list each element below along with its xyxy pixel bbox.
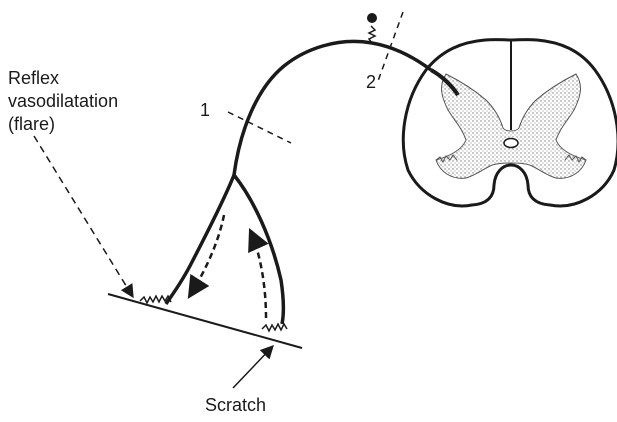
central-canal bbox=[504, 139, 518, 148]
flare-label-line-1: Reflex bbox=[8, 67, 118, 90]
flare-label: Reflex vasodilatation (flare) bbox=[8, 67, 118, 136]
nerve-ending-right bbox=[262, 324, 287, 331]
flare-label-line-2: vasodilatation bbox=[8, 90, 118, 113]
skin-surface-line bbox=[108, 294, 302, 348]
orthodromic-arrow bbox=[250, 230, 266, 318]
scratch-label: Scratch bbox=[205, 394, 266, 417]
cell-body-stalk bbox=[369, 26, 375, 43]
flare-label-line-3: (flare) bbox=[8, 113, 118, 136]
skin bbox=[108, 294, 302, 348]
section-line-1 bbox=[228, 112, 291, 143]
axon-branch-right bbox=[234, 175, 283, 324]
axon-main bbox=[234, 41, 431, 175]
flare-pointer-arrow bbox=[34, 136, 133, 297]
section-label-2: 2 bbox=[366, 71, 376, 94]
spinal-cord-section bbox=[403, 40, 617, 206]
section-label-1: 1 bbox=[200, 99, 210, 122]
dorsal-root-ganglion-cell-body bbox=[367, 13, 377, 23]
axon-branch-left bbox=[166, 175, 234, 304]
scratch-pointer-arrow bbox=[233, 346, 273, 388]
